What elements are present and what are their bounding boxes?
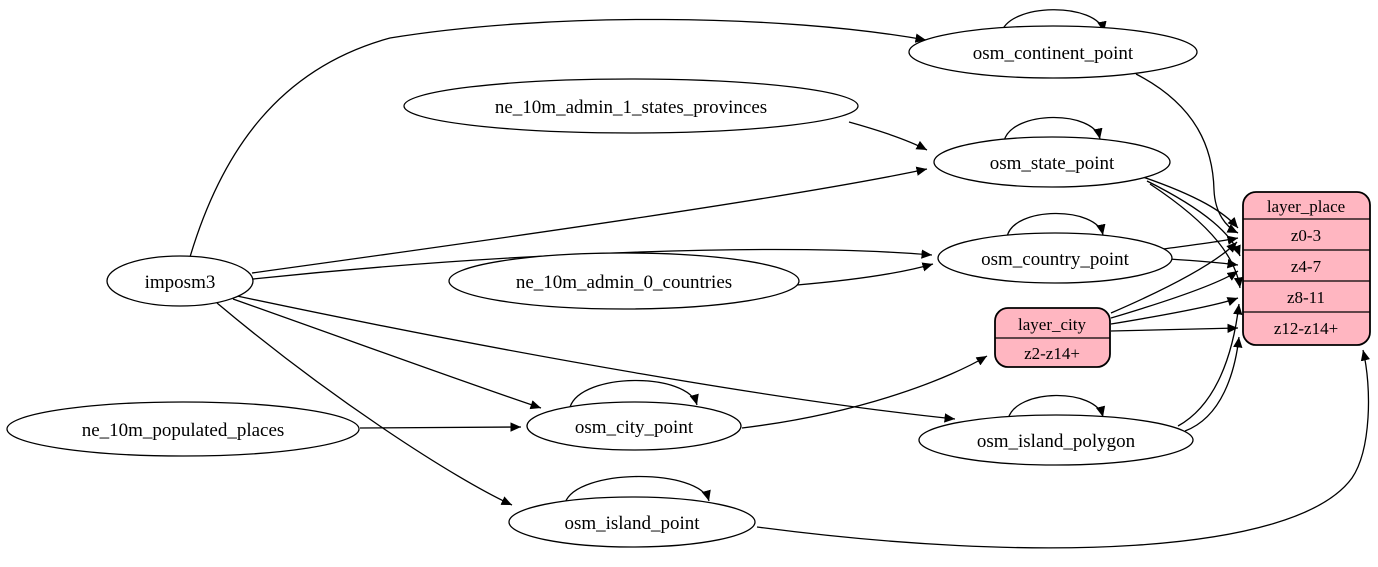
- edge-osm-island-point-to-layer-place-z12-z14: [756, 349, 1370, 549]
- osm-state-point-ellipse: [933, 136, 1171, 188]
- osm-island-point-label: osm_island_point: [564, 513, 700, 534]
- ne-10m-admin-0-countries-label: ne_10m_admin_0_countries: [516, 272, 732, 293]
- edge-layer-city-to-layer-place-z4-7: [1110, 270, 1239, 319]
- edge-osm-country-point-to-layer-place-z4-7: [1168, 258, 1239, 269]
- edge-osm-island-polygon-to-layer-place-z12-z14: [1184, 336, 1243, 432]
- edge-ne-10m-admin-0-countries-to-osm-country-point: [796, 262, 934, 286]
- node-imposm3: imposm3: [106, 255, 254, 307]
- osm-continent-point-label: osm_continent_point: [973, 43, 1134, 64]
- edge-layer-city-to-layer-place-z0-3: [1110, 241, 1238, 314]
- edge-osm-island-polygon-to-layer-place-z8-11: [1177, 303, 1243, 427]
- edges-group: [189, 18, 1370, 549]
- ne-10m-admin-1-states-provinces-label: ne_10m_admin_1_states_provinces: [495, 97, 767, 118]
- edge-imposm3-to-osm-continent-point: [189, 18, 927, 258]
- ne-10m-populated-places-ellipse: [6, 401, 360, 457]
- self-loop-osm-island-point: [564, 475, 711, 504]
- node-ne-10m-admin-1-states-provinces: ne_10m_admin_1_states_provinces: [403, 78, 859, 134]
- ne-10m-admin-0-countries-ellipse: [448, 252, 800, 310]
- layer-place-row-z0-3: z0-3: [1291, 226, 1321, 245]
- edge-osm-continent-point-to-layer-place-z0-3: [1135, 73, 1239, 234]
- osm-country-point-label: osm_country_point: [981, 249, 1129, 270]
- edge-imposm3-to-osm-state-point: [251, 166, 928, 274]
- node-osm-island-point: osm_island_point: [508, 496, 756, 548]
- ne-10m-populated-places-label: ne_10m_populated_places: [82, 420, 285, 441]
- node-osm-continent-point: osm_continent_point: [908, 25, 1198, 79]
- layer-city-title: layer_city: [1018, 315, 1086, 334]
- node-ne-10m-admin-0-countries: ne_10m_admin_0_countries: [448, 252, 800, 310]
- self-loop-osm-island-polygon: [1007, 394, 1106, 420]
- self-loop-osm-continent-point: [1000, 9, 1107, 35]
- edge-imposm3-to-osm-country-point: [252, 248, 933, 280]
- edge-imposm3-to-osm-island-point: [216, 302, 513, 506]
- self-loop-osm-city-point: [569, 379, 699, 408]
- edge-ne-10m-admin-1-states-provinces-to-osm-state-point: [848, 121, 928, 151]
- osm-state-point-label: osm_state_point: [990, 153, 1115, 174]
- osm-city-point-label: osm_city_point: [575, 417, 694, 438]
- edge-ne-10m-populated-places-to-osm-city-point: [359, 422, 522, 432]
- layer-place-title: layer_place: [1267, 197, 1345, 216]
- osm-continent-point-ellipse: [908, 25, 1198, 79]
- osm-island-point-ellipse: [508, 496, 756, 548]
- edge-osm-state-point-to-layer-place-z0-3: [1142, 176, 1239, 229]
- layer-city-row-z2-z14: z2-z14+: [1024, 344, 1080, 363]
- edge-layer-city-to-layer-place-z12-z14: [1110, 323, 1239, 334]
- layer-place-box: [1242, 191, 1371, 346]
- node-osm-city-point: osm_city_point: [526, 401, 742, 451]
- osm-city-point-ellipse: [526, 401, 742, 451]
- edge-osm-country-point-to-layer-place-z0-3: [1162, 235, 1239, 250]
- self-loop-osm-country-point: [1006, 212, 1106, 238]
- imposm3-label: imposm3: [145, 272, 216, 293]
- layer-place-row-z8-11: z8-11: [1287, 288, 1325, 307]
- node-layer-city: layer_city z2-z14+: [994, 307, 1111, 368]
- node-layer-place: layer_place z0-3 z4-7 z8-11 z12-z14+: [1242, 191, 1371, 346]
- edge-osm-city-point-to-layer-city-z2-z14: [741, 355, 988, 429]
- osm-country-point-ellipse: [937, 232, 1173, 284]
- self-loop-osm-state-point: [1003, 116, 1103, 142]
- edge-imposm3-to-osm-city-point: [232, 298, 542, 410]
- ne-10m-admin-1-states-provinces-ellipse: [403, 78, 859, 134]
- node-ne-10m-populated-places: ne_10m_populated_places: [6, 401, 360, 457]
- layer-place-row-z4-7: z4-7: [1291, 257, 1322, 276]
- osm-island-polygon-ellipse: [918, 414, 1194, 466]
- node-osm-island-polygon: osm_island_polygon: [918, 414, 1194, 466]
- layer-place-row-z12-z14: z12-z14+: [1274, 319, 1338, 338]
- node-osm-state-point: osm_state_point: [933, 136, 1171, 188]
- self-loops-group: [564, 9, 1107, 504]
- node-osm-country-point: osm_country_point: [937, 232, 1173, 284]
- edge-layer-city-to-layer-place-z8-11: [1110, 297, 1239, 325]
- edge-imposm3-to-osm-island-polygon: [236, 295, 956, 423]
- osm-island-polygon-label: osm_island_polygon: [977, 431, 1136, 452]
- imposm3-ellipse: [106, 255, 254, 307]
